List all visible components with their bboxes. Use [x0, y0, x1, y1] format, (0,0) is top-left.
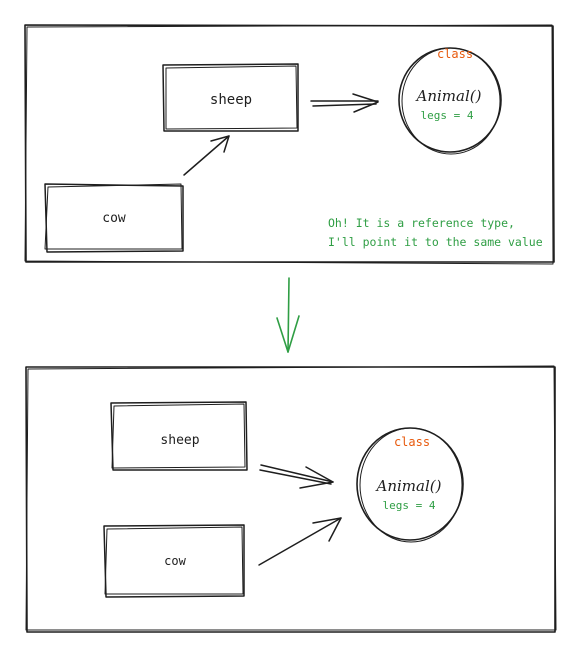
bottom-class-name: Animal() — [375, 477, 442, 495]
top-cow-box-shadow — [44, 183, 183, 250]
top-cow-label: cow — [102, 211, 126, 226]
top-class-prop: legs = 4 — [421, 109, 474, 122]
top-arrow-sheep-to-class — [310, 93, 379, 113]
top-note-line1: Oh! It is a reference type, — [328, 216, 515, 230]
bottom-arrow-cow-to-class — [258, 517, 342, 566]
top-panel-frame-shadow — [24, 24, 554, 265]
bottom-panel-frame-shadow — [25, 365, 557, 631]
bottom-class-tag: class — [394, 435, 430, 449]
bottom-sheep-label: sheep — [160, 433, 199, 448]
bottom-panel: sheep cow class Animal() legs = 4 — [25, 365, 557, 633]
bottom-cow-label: cow — [164, 554, 186, 568]
bottom-cow-box-shadow — [104, 526, 244, 595]
top-class-node: class Animal() legs = 4 — [398, 47, 502, 155]
transition-arrow — [276, 277, 300, 353]
top-class-tag: class — [437, 47, 473, 61]
top-arrow-cow-to-sheep — [183, 135, 230, 176]
top-class-name: Animal() — [415, 87, 482, 105]
bottom-sheep-box-shadow — [111, 403, 246, 469]
bottom-arrow-sheep-to-class — [259, 464, 334, 489]
top-sheep-box — [162, 63, 299, 132]
top-note-line2: I'll point it to the same value — [328, 235, 543, 249]
bottom-class-node: class Animal() legs = 4 — [356, 427, 464, 543]
top-sheep-label: sheep — [210, 92, 252, 108]
top-sheep-box-shadow — [165, 65, 298, 130]
bottom-class-prop: legs = 4 — [383, 499, 436, 512]
top-panel: sheep cow class Animal() legs = 4 Oh! It… — [24, 24, 555, 265]
